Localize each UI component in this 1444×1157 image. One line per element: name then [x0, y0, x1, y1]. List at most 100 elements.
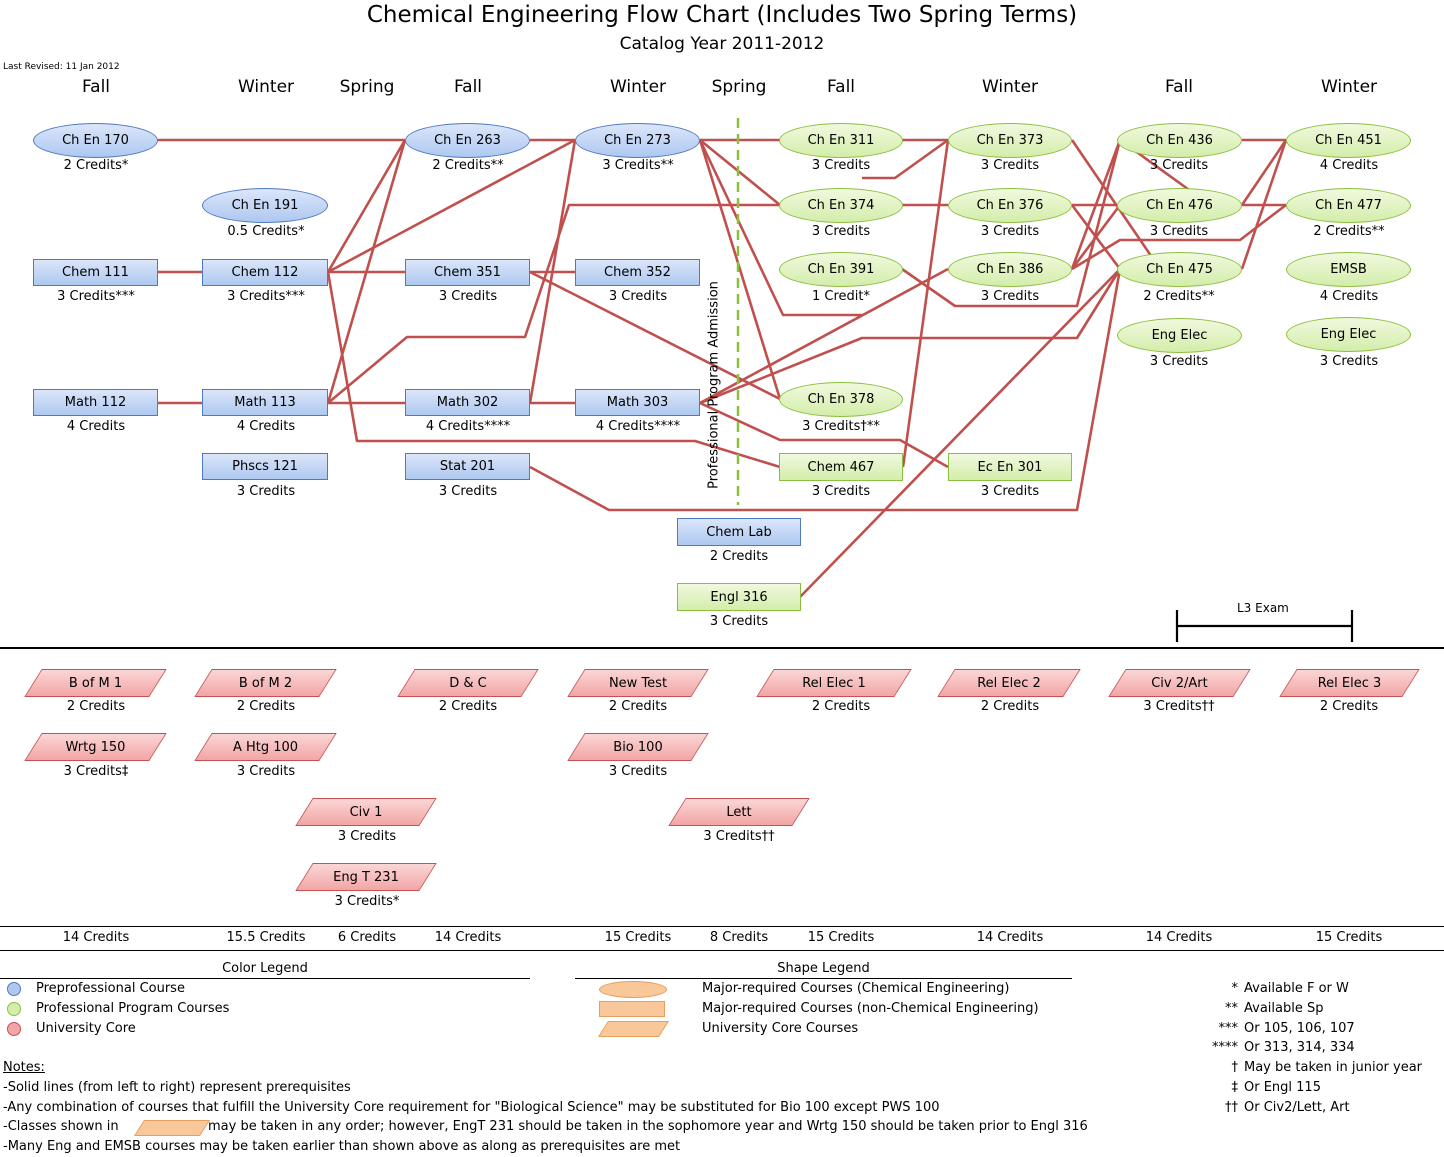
course-chen311[interactable]: Ch En 311: [779, 123, 903, 158]
course-math302[interactable]: Math 302: [405, 389, 530, 416]
course-chem112[interactable]: Chem 112: [202, 259, 328, 286]
course-credits: 4 Credits: [1319, 158, 1379, 173]
term-header: Winter: [609, 77, 667, 97]
course-credits: 2 Credits**: [432, 158, 504, 173]
course-engelec-2[interactable]: Eng Elec: [1286, 317, 1411, 352]
color-legend-item: Professional Program Courses: [36, 1001, 230, 1016]
course-phscs121[interactable]: Phscs 121: [202, 453, 328, 480]
course-chem111[interactable]: Chem 111: [33, 259, 158, 286]
footnote-text: May be taken in junior year: [1244, 1060, 1423, 1075]
footnote-text: Or Civ2/Lett, Art: [1244, 1100, 1350, 1115]
course-credits: 3 Credits: [811, 224, 871, 239]
course-chen386[interactable]: Ch En 386: [948, 252, 1072, 287]
color-legend-title: Color Legend: [222, 961, 308, 976]
course-credits: 3 Credits: [337, 829, 397, 844]
course-chen451[interactable]: Ch En 451: [1286, 123, 1411, 158]
term-total-credits: 6 Credits: [337, 930, 397, 945]
blue-swatch-icon: [7, 982, 21, 996]
course-credits: 3 Credits: [236, 484, 296, 499]
course-chem467[interactable]: Chem 467: [779, 453, 903, 481]
prereq-line: [529, 268, 1122, 512]
course-chen436[interactable]: Ch En 436: [1117, 123, 1242, 158]
core-course-civ1[interactable]: Civ 1: [295, 798, 437, 826]
course-engl316[interactable]: Engl 316: [677, 583, 801, 611]
prereq-line: [528, 139, 577, 404]
footnote-text: Or Engl 115: [1244, 1080, 1321, 1095]
term-total-credits: 14 Credits: [62, 930, 130, 945]
course-ecen301[interactable]: Ec En 301: [948, 453, 1072, 481]
core-course-civ2art[interactable]: Civ 2/Art: [1108, 669, 1251, 697]
course-chen263[interactable]: Ch En 263: [405, 123, 530, 158]
course-credits: 2 Credits: [236, 699, 296, 714]
course-credits: 3 Credits***: [57, 289, 135, 304]
course-chen475[interactable]: Ch En 475: [1117, 252, 1242, 287]
rectangle-shape-icon: [599, 1001, 665, 1017]
green-swatch-icon: [7, 1002, 21, 1016]
prereq-line: [1071, 203, 1287, 271]
core-course-engt231[interactable]: Eng T 231: [295, 863, 437, 891]
course-chen273[interactable]: Ch En 273: [575, 123, 700, 158]
prereq-line: [862, 138, 949, 180]
chart-title: Chemical Engineering Flow Chart (Include…: [366, 2, 1078, 28]
core-course-dc[interactable]: D & C: [397, 669, 539, 697]
course-chemlab[interactable]: Chem Lab: [677, 518, 801, 546]
course-credits: 3 Credits†**: [802, 419, 880, 434]
course-chen374[interactable]: Ch En 374: [779, 188, 903, 223]
course-math112[interactable]: Math 112: [33, 389, 158, 416]
course-credits: 3 Credits: [1149, 224, 1209, 239]
course-chen378[interactable]: Ch En 378: [779, 382, 903, 417]
prereq-line: [699, 268, 1122, 405]
course-chem352[interactable]: Chem 352: [575, 259, 700, 286]
course-credits: 2 Credits: [608, 699, 668, 714]
course-credits: 3 Credits: [811, 158, 871, 173]
prereq-line: [326, 139, 407, 273]
term-total-credits: 15 Credits: [604, 930, 672, 945]
course-credits: 3 Credits***: [227, 289, 305, 304]
course-chen477[interactable]: Ch En 477: [1286, 188, 1411, 223]
note-line-prefix: -Classes shown in: [3, 1119, 119, 1134]
course-chen170[interactable]: Ch En 170: [33, 123, 158, 158]
course-math113[interactable]: Math 113: [202, 389, 328, 416]
course-credits: 3 Credits††: [1143, 699, 1215, 714]
course-stat201[interactable]: Stat 201: [405, 453, 530, 480]
course-chen376[interactable]: Ch En 376: [948, 188, 1072, 223]
core-course-bom1[interactable]: B of M 1: [24, 669, 167, 697]
course-credits: 3 Credits: [608, 764, 668, 779]
footnote-text: Or 105, 106, 107: [1244, 1021, 1355, 1036]
term-total-credits: 15 Credits: [807, 930, 875, 945]
course-chem351[interactable]: Chem 351: [405, 259, 530, 286]
color-legend-item: Preprofessional Course: [36, 981, 185, 996]
prereq-line: [327, 138, 576, 274]
course-math303[interactable]: Math 303: [575, 389, 700, 416]
core-course-bom2[interactable]: B of M 2: [194, 669, 337, 697]
footnote-text: Available Sp: [1244, 1001, 1324, 1016]
course-chen476[interactable]: Ch En 476: [1117, 188, 1242, 223]
course-chen191[interactable]: Ch En 191: [202, 188, 328, 223]
term-header: Winter: [981, 77, 1039, 97]
prereq-line: [698, 139, 862, 317]
course-chen391[interactable]: Ch En 391: [779, 252, 903, 287]
core-course-relelec3[interactable]: Rel Elec 3: [1279, 669, 1420, 697]
color-legend-rule: [0, 978, 530, 980]
prereq-line: [326, 139, 407, 404]
core-course-relelec2[interactable]: Rel Elec 2: [937, 669, 1081, 697]
course-engelec-1[interactable]: Eng Elec: [1117, 318, 1242, 353]
core-course-bio100[interactable]: Bio 100: [567, 733, 709, 761]
term-header: Winter: [1320, 77, 1378, 97]
term-total-credits: 15.5 Credits: [226, 930, 306, 945]
course-credits: 2 Credits: [438, 699, 498, 714]
course-credits: 3 Credits: [438, 484, 498, 499]
shape-legend-item: Major-required Courses (non-Chemical Eng…: [702, 1001, 1039, 1016]
core-course-newtest[interactable]: New Test: [567, 669, 709, 697]
core-course-lett[interactable]: Lett: [668, 798, 810, 826]
core-course-relelec1[interactable]: Rel Elec 1: [756, 669, 912, 697]
core-course-ahtg100[interactable]: A Htg 100: [194, 733, 337, 761]
core-course-wrtg150[interactable]: Wrtg 150: [24, 733, 167, 761]
term-total-credits: 15 Credits: [1315, 930, 1383, 945]
course-chen373[interactable]: Ch En 373: [948, 123, 1072, 158]
course-credits: 2 Credits: [66, 699, 126, 714]
footnote-mark: *: [1231, 981, 1239, 996]
course-emsb[interactable]: EMSB: [1286, 252, 1411, 287]
course-credits: 3 Credits: [1149, 354, 1209, 369]
